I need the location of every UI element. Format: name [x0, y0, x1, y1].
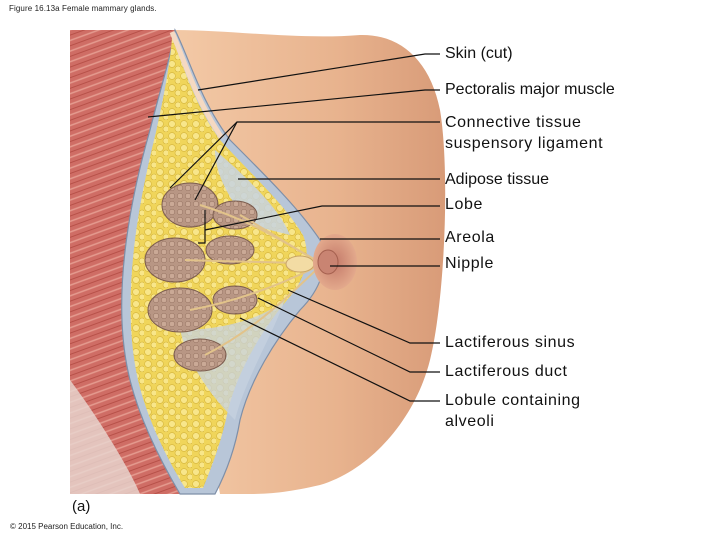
label-suspensory-ligament: suspensory ligament: [445, 135, 604, 152]
figure-title: Figure 16.13a Female mammary glands.: [9, 4, 157, 13]
label-lobe: Lobe: [445, 196, 483, 213]
label-lactiferous-duct: Lactiferous duct: [445, 363, 568, 380]
adipose-tissue-shape: [130, 38, 307, 488]
label-nipple: Nipple: [445, 255, 494, 272]
label-areola: Areola: [445, 229, 495, 246]
nipple-shape: [317, 249, 339, 275]
label-skin-cut: Skin (cut): [445, 45, 513, 62]
pectoralis-muscle-shape: [70, 30, 200, 494]
label-connective-tissue: Connective tissue: [445, 114, 582, 131]
label-lactiferous-sinus: Lactiferous sinus: [445, 334, 576, 351]
copyright-notice: © 2015 Pearson Education, Inc.: [10, 522, 124, 531]
label-pectoralis-major-muscle: Pectoralis major muscle: [445, 81, 615, 98]
lobe-shape: [161, 182, 219, 228]
label-alveoli: alveoli: [445, 413, 495, 430]
panel-letter: (a): [72, 498, 91, 515]
label-lobule-containing: Lobule containing: [445, 392, 581, 409]
label-adipose-tissue: Adipose tissue: [445, 171, 550, 188]
